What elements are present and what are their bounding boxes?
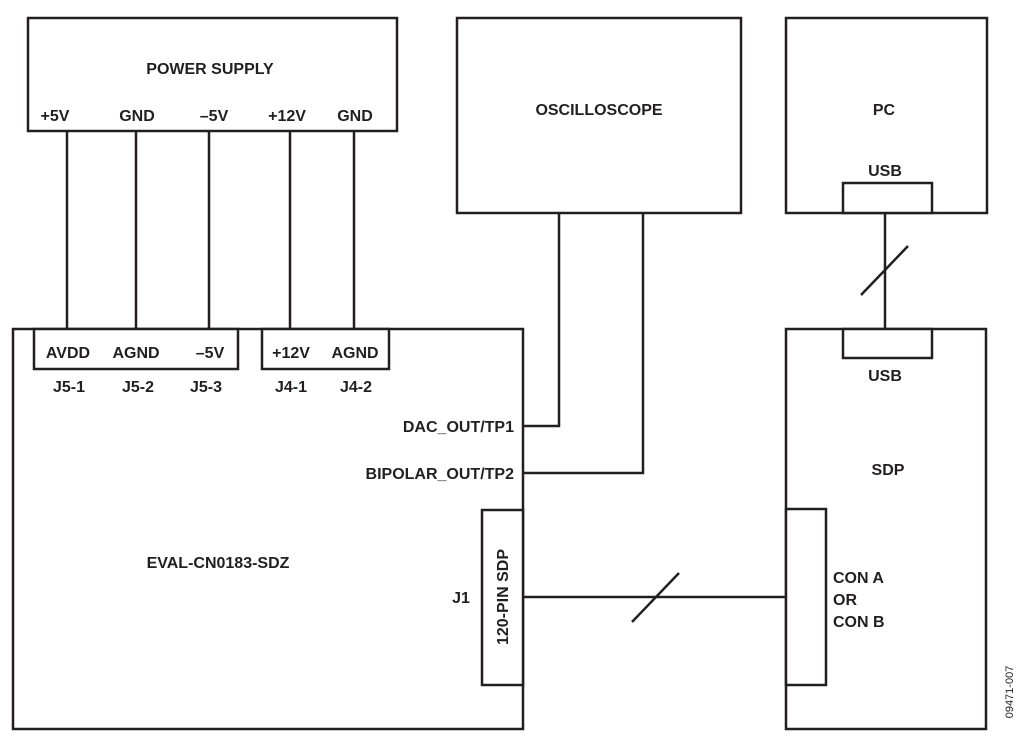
pc-box (784, 16, 989, 215)
ps-terminal-plus12v: +12V (268, 108, 306, 125)
j5-pin-avdd: AVDD (46, 345, 90, 362)
j4-pin-agnd: AGND (331, 345, 378, 362)
sdp-con-line-2: OR (833, 592, 857, 609)
wire-scope-tp1 (523, 213, 561, 428)
j5-pin-agnd: AGND (112, 345, 159, 362)
j5-pin-minus5v: –5V (196, 345, 225, 362)
ps-terminal-gnd-2: GND (337, 108, 373, 125)
j1-connector (480, 508, 525, 687)
power-supply-block: POWER SUPPLY +5V GND –5V +12V GND (26, 16, 399, 133)
pc-usb-label: USB (868, 163, 902, 180)
usb-bus-slash (860, 245, 909, 296)
j4-connector (260, 327, 391, 371)
pc-title: PC (873, 102, 896, 119)
figure-id: 09471-007 (1004, 666, 1016, 719)
j5-ref-1: J5-1 (53, 379, 85, 396)
j5-ref-2: J5-2 (122, 379, 154, 396)
sdp-bus-slash (631, 572, 680, 623)
oscilloscope-title: OSCILLOSCOPE (535, 102, 662, 119)
power-supply-box (26, 16, 399, 133)
oscilloscope-block: OSCILLOSCOPE (455, 16, 743, 215)
eval-board-block: EVAL-CN0183-SDZ AVDD AGND –5V J5-1 J5-2 … (11, 327, 525, 731)
j4-ref-2: J4-2 (340, 379, 372, 396)
pc-block: PC USB (784, 16, 989, 215)
j4-ref-1: J4-1 (275, 379, 307, 396)
sdp-usb-port (841, 327, 934, 360)
j5-connector (32, 327, 240, 371)
j1-connector-label: 120-PIN SDP (495, 549, 512, 645)
wire-scope-tp2 (523, 213, 645, 475)
sdp-con-line-1: CON A (833, 570, 884, 587)
j1-ref: J1 (452, 590, 470, 607)
ps-terminal-plus5v: +5V (41, 108, 70, 125)
pc-usb-port (841, 181, 934, 215)
eval-board-title: EVAL-CN0183-SDZ (147, 555, 290, 572)
sdp-title: SDP (872, 462, 905, 479)
oscilloscope-box (455, 16, 743, 215)
j4-pin-plus12v: +12V (272, 345, 310, 362)
test-point-bipolar-out: BIPOLAR_OUT/TP2 (366, 466, 515, 483)
j5-ref-3: J5-3 (190, 379, 222, 396)
test-point-dac-out: DAC_OUT/TP1 (403, 419, 514, 436)
sdp-con-connector (784, 507, 828, 687)
ps-terminal-gnd-1: GND (119, 108, 155, 125)
eval-board-box (11, 327, 525, 731)
power-supply-title: POWER SUPPLY (146, 61, 274, 78)
sdp-usb-label: USB (868, 368, 902, 385)
sdp-con-line-3: CON B (833, 614, 885, 631)
sdp-block: USB SDP CON A OR CON B (784, 327, 988, 731)
ps-terminal-minus5v: –5V (200, 108, 229, 125)
